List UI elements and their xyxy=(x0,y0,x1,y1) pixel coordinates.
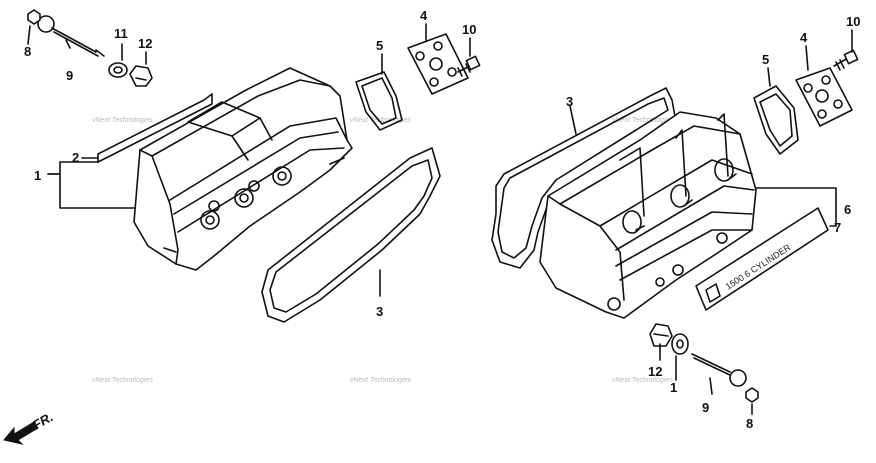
long-bolt-left xyxy=(37,15,105,57)
watermark-6: vNext Technologies xyxy=(612,377,673,384)
breather-plate-left xyxy=(407,33,469,95)
front-arrow: FR. xyxy=(3,409,56,445)
breather-plate-right xyxy=(795,67,853,127)
callout-8: 8 xyxy=(24,44,31,59)
watermark-3: vNext Technologies xyxy=(612,117,673,124)
gasket-left xyxy=(261,147,441,323)
callout-1-right: 1 xyxy=(670,380,677,395)
right-head-cover xyxy=(539,111,757,319)
washer-right xyxy=(671,333,689,355)
watermark-4: vNext Technologies xyxy=(92,377,153,384)
callout-9-right: 9 xyxy=(702,400,709,415)
callout-12-right: 12 xyxy=(648,364,662,379)
callout-10-right: 10 xyxy=(846,14,860,29)
right-assembly: 1500 6 CYLINDER xyxy=(491,29,859,415)
callout-11: 11 xyxy=(114,26,128,41)
callout-3: 3 xyxy=(376,304,383,319)
washer-left xyxy=(108,62,128,78)
callout-6: 6 xyxy=(844,202,851,217)
callout-4: 4 xyxy=(420,8,428,23)
callout-5: 5 xyxy=(376,38,383,53)
nut-right xyxy=(745,387,759,403)
callout-1: 1 xyxy=(34,168,41,183)
callout-4-right: 4 xyxy=(800,30,808,45)
watermark-1: vNext Technologies xyxy=(92,117,153,124)
grommet-right xyxy=(649,323,673,347)
bolt-left xyxy=(457,55,481,77)
grommet-left xyxy=(129,65,153,87)
watermarks: vNext Technologies vNext Technologies vN… xyxy=(92,117,673,384)
callouts: 1 2 3 4 5 6 7 8 9 10 11 12 3 4 5 6 7 8 9… xyxy=(24,8,860,431)
left-assembly xyxy=(27,9,481,323)
nut-left xyxy=(27,9,41,25)
left-head-cover xyxy=(133,67,353,271)
long-bolt-right xyxy=(691,353,747,387)
callout-8-right: 8 xyxy=(746,416,753,431)
small-gasket-left xyxy=(355,71,403,131)
callout-10: 10 xyxy=(462,22,476,37)
watermark-5: vNext Technologies xyxy=(350,377,411,384)
callout-2: 2 xyxy=(72,150,79,165)
callout-7: 7 xyxy=(834,220,841,235)
callout-12: 12 xyxy=(138,36,152,51)
callout-3-right: 3 xyxy=(566,94,573,109)
callout-5-right: 5 xyxy=(762,52,769,67)
watermark-2: vNext Technologies xyxy=(350,117,411,124)
bolt-right xyxy=(833,49,859,71)
callout-9: 9 xyxy=(66,68,73,83)
front-arrow-icon xyxy=(3,421,39,445)
small-gasket-right xyxy=(753,85,799,155)
